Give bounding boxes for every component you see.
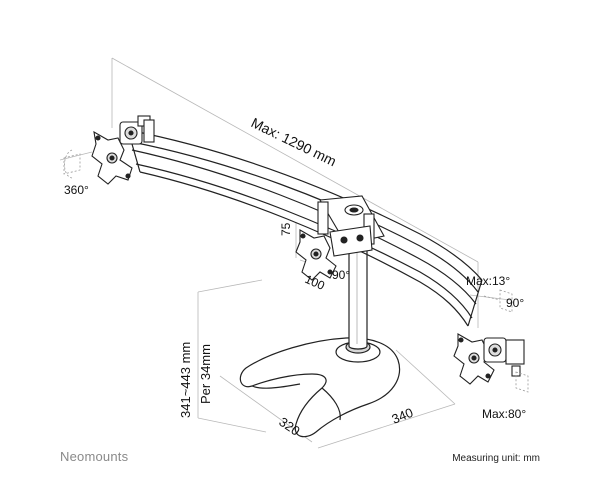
vesa-width-label: 100 xyxy=(303,272,327,293)
rotation-label: 360° xyxy=(64,183,89,197)
vesa-plate-left xyxy=(91,115,155,185)
swivel-label: Max:80° xyxy=(482,407,526,421)
rotation-indicator-icon xyxy=(63,149,81,179)
pivot-label: 90° xyxy=(332,268,350,282)
brand-logo: Neomounts xyxy=(60,449,129,464)
dimension-lines xyxy=(59,57,511,449)
vesa-plate-right xyxy=(453,333,525,385)
height-step-label: Per 34mm xyxy=(198,344,213,404)
base-width-label: 340 xyxy=(390,405,416,427)
height-range-label: 341~443 mm xyxy=(178,342,193,418)
tilt-up-label: Max:13° xyxy=(466,274,510,288)
tilt-down-label: 90° xyxy=(506,296,524,310)
measuring-unit-note: Measuring unit: mm xyxy=(452,453,540,464)
swivel-indicator-icon xyxy=(515,371,529,393)
center-hub xyxy=(317,195,385,257)
tilt-indicator-icon xyxy=(483,289,513,313)
crossbar xyxy=(127,129,483,327)
vesa-height-label: 75 xyxy=(279,222,293,236)
vesa-plate-center xyxy=(295,229,337,281)
